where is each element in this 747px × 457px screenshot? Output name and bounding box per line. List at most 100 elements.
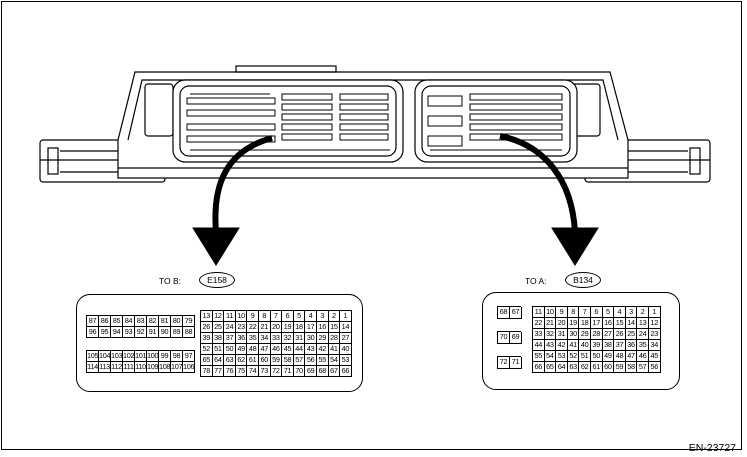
pin-cell: 25	[212, 322, 225, 333]
pin-cell: 59	[270, 355, 283, 366]
pin-cell: 33	[270, 333, 283, 344]
pin-cell: 17	[590, 318, 603, 329]
pin-cell: 65	[201, 355, 213, 366]
pin-cell: 22	[247, 322, 259, 333]
pin-cell: 57	[293, 355, 306, 366]
pin-cell: 3	[625, 307, 638, 318]
pin-cell: 33	[533, 329, 545, 340]
pin-cell: 71	[282, 366, 294, 377]
pin-cell: 20	[270, 322, 283, 333]
pin-cell: 5	[293, 311, 306, 322]
pin-cell: 52	[201, 344, 213, 355]
pin-cell: 78	[201, 366, 213, 377]
pin-cell: 67	[328, 366, 341, 377]
pin-cell: 70	[498, 332, 510, 344]
pin-cell: 24	[637, 329, 649, 340]
right-connector-id: B134	[565, 272, 601, 288]
pin-cell: 28	[328, 333, 341, 344]
pin-cell: 51	[579, 351, 591, 362]
pin-cell: 65	[544, 362, 557, 373]
pin-cell: 80	[171, 316, 183, 327]
left-connector-id: E158	[199, 272, 235, 288]
pin-cell: 89	[171, 327, 183, 338]
pin-cell: 37	[614, 340, 626, 351]
pin-cell: 22	[533, 318, 545, 329]
pin-cell: 82	[147, 316, 159, 327]
pin-cell: 11	[224, 311, 236, 322]
figure-frame	[1, 1, 742, 450]
pin-cell: 23	[648, 329, 661, 340]
pin-cell: 24	[224, 322, 236, 333]
pin-cell: 51	[212, 344, 225, 355]
pin-cell: 46	[270, 344, 283, 355]
pin-cell: 45	[282, 344, 294, 355]
pin-cell: 54	[544, 351, 557, 362]
pin-cell: 39	[201, 333, 213, 344]
pin-cell: 20	[556, 318, 568, 329]
pin-cell: 41	[567, 340, 580, 351]
pin-cell: 87	[87, 316, 99, 327]
pin-cell: 1	[648, 307, 661, 318]
pin-cell: 16	[602, 318, 615, 329]
pin-cell: 29	[579, 329, 591, 340]
pin-cell: 6	[590, 307, 603, 318]
pin-cell: 19	[567, 318, 580, 329]
left-connector-label: TO B:	[159, 276, 182, 286]
pin-cell: 72	[270, 366, 283, 377]
pin-cell: 35	[637, 340, 649, 351]
pin-cell: 48	[614, 351, 626, 362]
pin-cell: 98	[171, 351, 183, 362]
pin-cell: 38	[212, 333, 225, 344]
pin-cell: 10	[544, 307, 557, 318]
pin-cell: 46	[637, 351, 649, 362]
pin-cell: 12	[648, 318, 661, 329]
pin-cell: 111	[123, 362, 135, 373]
pin-cell: 48	[247, 344, 259, 355]
pin-cell: 42	[316, 344, 329, 355]
pin-cell: 62	[235, 355, 248, 366]
pin-cell: 63	[567, 362, 580, 373]
pin-cell: 68	[498, 307, 510, 319]
pin-cell: 77	[212, 366, 225, 377]
pin-cell: 64	[212, 355, 225, 366]
pin-cell: 64	[556, 362, 568, 373]
pin-cell: 32	[544, 329, 557, 340]
pin-cell: 43	[305, 344, 317, 355]
pin-cell: 95	[99, 327, 111, 338]
right-connector-face	[482, 292, 680, 390]
pin-cell: 73	[258, 366, 271, 377]
pin-cell: 25	[625, 329, 638, 340]
pin-cell: 85	[111, 316, 123, 327]
pin-cell: 35	[247, 333, 259, 344]
pin-cell: 30	[567, 329, 580, 340]
pin-cell: 61	[590, 362, 603, 373]
pin-cell: 37	[224, 333, 236, 344]
pin-cell: 97	[183, 351, 195, 362]
pin-cell: 23	[235, 322, 248, 333]
pin-cell: 79	[183, 316, 195, 327]
pin-cell: 60	[258, 355, 271, 366]
pin-cell: 42	[556, 340, 568, 351]
pin-cell: 1	[340, 311, 352, 322]
pin-cell: 91	[147, 327, 159, 338]
pin-cell: 8	[567, 307, 580, 318]
pin-cell: 36	[235, 333, 248, 344]
pin-cell: 92	[135, 327, 147, 338]
pin-cell: 57	[637, 362, 649, 373]
pin-cell: 50	[224, 344, 236, 355]
pin-cell: 103	[111, 351, 123, 362]
pin-cell: 107	[171, 362, 183, 373]
pin-cell: 9	[247, 311, 259, 322]
pin-cell: 56	[648, 362, 661, 373]
pin-cell: 74	[247, 366, 259, 377]
pin-cell: 83	[135, 316, 147, 327]
pin-cell: 4	[614, 307, 626, 318]
pin-cell: 86	[99, 316, 111, 327]
pin-cell: 18	[293, 322, 306, 333]
pin-cell: 101	[135, 351, 147, 362]
pin-cell: 60	[602, 362, 615, 373]
pin-cell: 69	[305, 366, 317, 377]
pin-cell: 38	[602, 340, 615, 351]
